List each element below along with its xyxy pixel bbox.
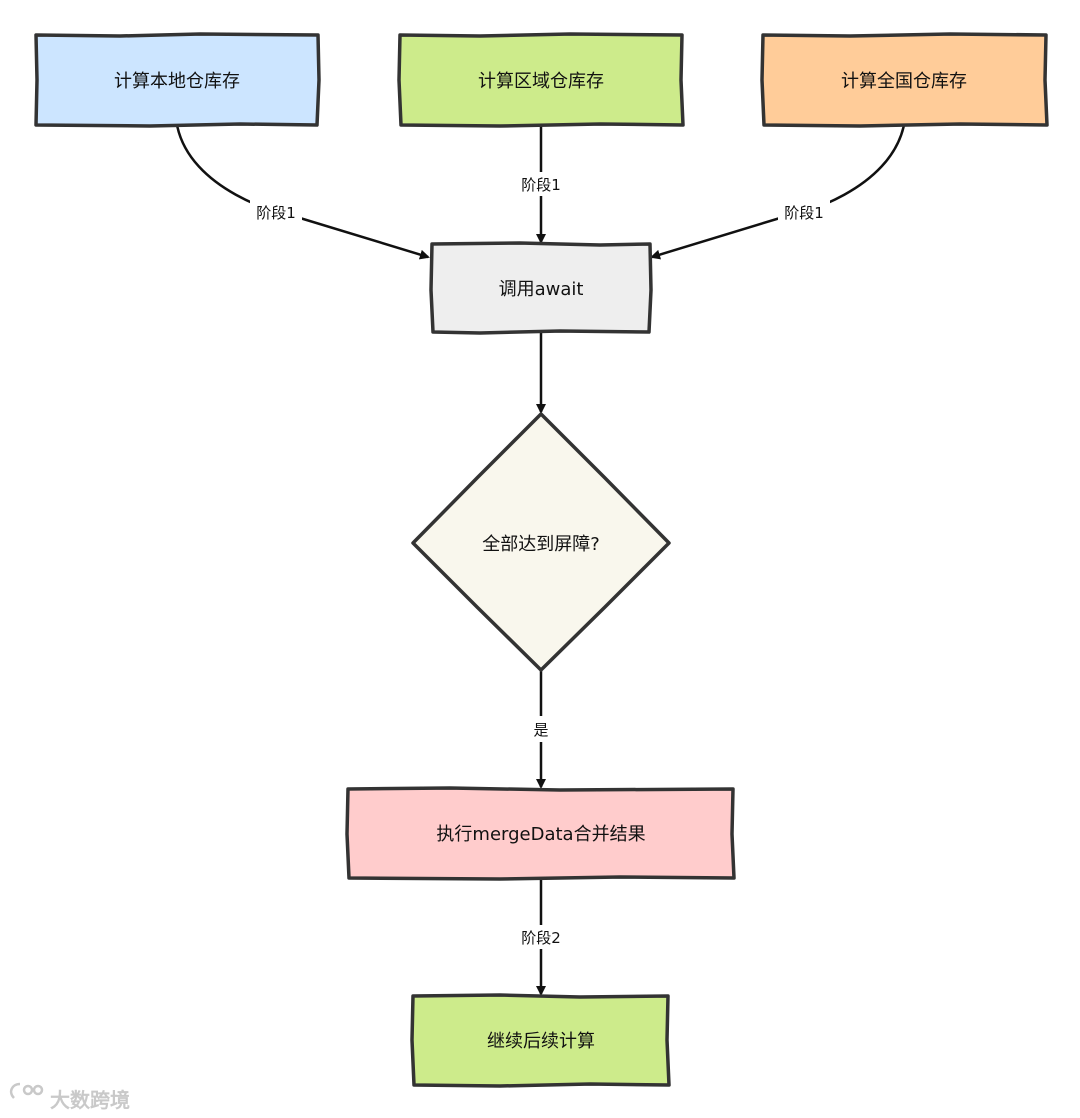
edge-label-yes: 是 [533,721,548,739]
edge-local-to-await [175,124,430,260]
node-national-stock-box [760,32,1049,128]
node-merge: 执行mergeData合并结果 [345,786,736,881]
edge-label-region: 阶段1 [521,176,561,194]
node-national-stock: 计算全国仓库存 [760,32,1049,128]
node-await: 调用await [429,241,653,335]
node-region-stock-label: 计算区域仓库存 [478,71,604,92]
watermark: 大数跨境 [9,1082,130,1112]
edge-label-phase2: 阶段2 [521,929,561,947]
node-continue: 继续后续计算 [410,993,671,1088]
node-merge-label: 执行mergeData合并结果 [436,824,645,845]
node-national-stock-label: 计算全国仓库存 [841,71,967,92]
node-local-stock: 计算本地仓库存 [34,32,321,128]
node-await-label: 调用await [499,279,584,300]
node-local-stock-box [34,32,321,128]
node-barrier-label: 全部达到屏障? [482,534,600,555]
watermark-text: 大数跨境 [50,1088,130,1112]
edge-label-national: 阶段1 [784,204,824,222]
watermark-logo-icon [9,1082,44,1099]
node-merge-box [345,786,736,881]
edge-labels: 阶段1 阶段1 阶段1 是 阶段2 [250,172,830,949]
node-region-stock: 计算区域仓库存 [397,32,685,128]
node-continue-box [410,993,671,1088]
node-barrier-diamond [411,412,671,672]
node-local-stock-label: 计算本地仓库存 [114,71,240,92]
edge-national-to-await [650,124,906,260]
node-await-box [429,241,653,335]
edge-label-local: 阶段1 [256,204,296,222]
node-region-stock-box [397,32,685,128]
node-continue-label: 继续后续计算 [487,1031,595,1052]
node-barrier: 全部达到屏障? [411,412,671,672]
